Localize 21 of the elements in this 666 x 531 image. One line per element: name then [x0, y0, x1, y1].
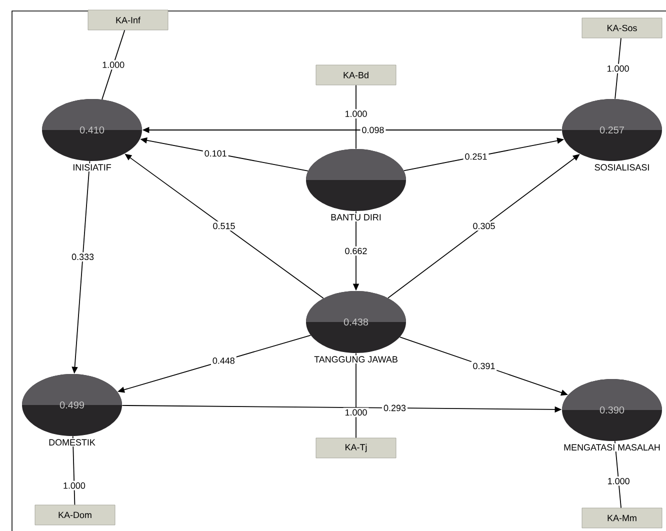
- edge-label: 1.000: [100, 60, 126, 70]
- variable-name: BANTU DIRI: [330, 213, 382, 222]
- edge-label: 1.000: [343, 109, 369, 118]
- variable-name: TANGGUNG JAWAB: [313, 355, 399, 364]
- variable-name: MENGATASI MASALAH: [562, 443, 662, 452]
- indicator-box: KA-Mm: [582, 508, 662, 528]
- edge-label: 0.101: [202, 148, 228, 158]
- arrow: [388, 154, 580, 298]
- variable-name: SOSIALISASI: [593, 163, 651, 172]
- latent-variable-circle: [306, 149, 406, 211]
- indicator-box: KA-Sos: [582, 18, 662, 38]
- indicator-box: KA-Inf: [88, 10, 168, 30]
- indicator-box: KA-Dom: [34, 504, 116, 526]
- edge-label: 1.000: [343, 408, 369, 418]
- indicator-box: KA-Bd: [316, 64, 396, 86]
- connector-line: [614, 38, 622, 100]
- edge-label: 0.333: [70, 252, 96, 262]
- edge-label: 0.448: [210, 356, 236, 366]
- variable-name: DOMESTIK: [48, 438, 96, 447]
- variable-name: INISIATIF: [72, 163, 112, 172]
- indicator-box: KA-Tj: [316, 438, 396, 458]
